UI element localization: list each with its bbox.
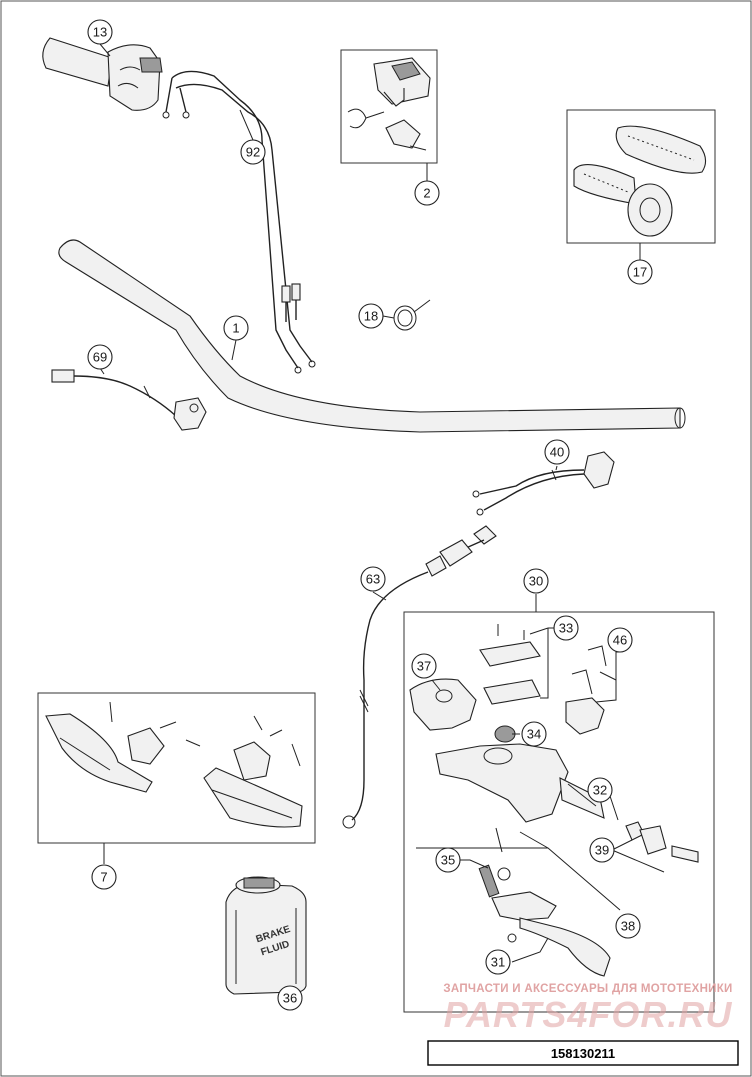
callout-label: 36 xyxy=(283,991,297,1006)
callout-circle xyxy=(240,139,266,165)
watermark-brand: PARTS4FOR.RU xyxy=(444,994,733,1035)
throttle-grip-part[interactable] xyxy=(42,37,163,111)
callout-label: 32 xyxy=(593,783,607,798)
document-number: 158130211 xyxy=(551,1046,615,1061)
callout-40[interactable]: 40 xyxy=(544,439,570,465)
callout-32[interactable]: 32 xyxy=(587,777,613,803)
callout-label: 39 xyxy=(595,843,609,858)
callout-38[interactable]: 38 xyxy=(615,913,641,939)
callout-2[interactable]: 2 xyxy=(414,180,440,206)
callout-31[interactable]: 31 xyxy=(485,949,511,975)
callout-circle xyxy=(485,949,511,975)
callout-18[interactable]: 18 xyxy=(358,303,384,329)
callout-label: 30 xyxy=(529,574,543,589)
callout-33[interactable]: 33 xyxy=(553,615,579,641)
callout-label: 13 xyxy=(93,25,107,40)
callout-label: 18 xyxy=(364,309,378,324)
callout-label: 38 xyxy=(621,919,635,934)
callout-circle xyxy=(587,777,613,803)
callout-7[interactable]: 7 xyxy=(91,864,117,890)
callout-circle xyxy=(411,653,437,679)
callout-markers: 13 92 2 17 1 18 69 40 63 30 33 46 37 34 32 39 35 38 31 7 36 xyxy=(87,19,653,1011)
callout-circle xyxy=(435,847,461,873)
callout-92[interactable]: 92 xyxy=(240,139,266,165)
callout-35[interactable]: 35 xyxy=(435,847,461,873)
master-cylinder-parts[interactable] xyxy=(409,624,699,977)
callout-circle xyxy=(627,259,653,285)
callout-label: 37 xyxy=(417,659,431,674)
master-cylinder-box xyxy=(403,611,715,1013)
kill-switch-part[interactable] xyxy=(347,57,431,151)
callout-1[interactable]: 1 xyxy=(223,315,249,341)
switch-kit-box xyxy=(340,49,438,164)
callout-63[interactable]: 63 xyxy=(360,566,386,592)
callout-39[interactable]: 39 xyxy=(589,837,615,863)
callout-label: 46 xyxy=(613,633,627,648)
callout-circle xyxy=(589,837,615,863)
watermark-caption: ЗАПЧАСТИ И АКСЕССУАРЫ ДЛЯ МОТОТЕХНИКИ xyxy=(443,983,732,995)
callout-circle xyxy=(607,627,633,653)
grips-box xyxy=(566,109,716,244)
callout-circle xyxy=(360,566,386,592)
switch-harness-part[interactable] xyxy=(51,369,207,431)
callout-36[interactable]: 36 xyxy=(277,985,303,1011)
grips-part[interactable] xyxy=(573,125,707,237)
callout-label: 33 xyxy=(559,621,573,636)
callout-circle xyxy=(358,303,384,329)
callout-label: 35 xyxy=(441,853,455,868)
callout-label: 31 xyxy=(491,955,505,970)
callout-label: 40 xyxy=(550,445,564,460)
callout-circle xyxy=(523,568,549,594)
hand-guards-part[interactable] xyxy=(45,701,303,828)
callout-label: 17 xyxy=(633,265,647,280)
leader-lines xyxy=(99,43,665,995)
document-number-box xyxy=(427,1040,739,1066)
callout-label: 1 xyxy=(232,321,239,336)
callout-circle xyxy=(277,985,303,1011)
callout-circle xyxy=(553,615,579,641)
callout-30[interactable]: 30 xyxy=(523,568,549,594)
brake-switch-harness-part[interactable] xyxy=(472,451,615,516)
brake-fluid-bottle[interactable] xyxy=(225,876,307,995)
callout-circle xyxy=(223,315,249,341)
brake-line-part[interactable] xyxy=(342,525,497,829)
callout-label: 63 xyxy=(366,572,380,587)
callout-37[interactable]: 37 xyxy=(411,653,437,679)
callout-label: 92 xyxy=(246,145,260,160)
callout-17[interactable]: 17 xyxy=(627,259,653,285)
callout-circle xyxy=(615,913,641,939)
callout-46[interactable]: 46 xyxy=(607,627,633,653)
throttle-cables-part[interactable] xyxy=(162,70,316,374)
cable-tie-part[interactable] xyxy=(393,299,431,331)
hand-guards-box xyxy=(37,692,316,844)
callout-circle xyxy=(414,180,440,206)
callout-label: 69 xyxy=(93,350,107,365)
handlebar-part[interactable] xyxy=(58,239,686,433)
callout-label: 2 xyxy=(423,186,430,201)
callout-69[interactable]: 69 xyxy=(87,344,113,370)
callout-circle xyxy=(87,19,113,45)
callout-circle xyxy=(91,864,117,890)
callout-34[interactable]: 34 xyxy=(521,721,547,747)
callout-circle xyxy=(544,439,570,465)
callout-label: 34 xyxy=(527,727,541,742)
callout-13[interactable]: 13 xyxy=(87,19,113,45)
callout-circle xyxy=(521,721,547,747)
callout-circle xyxy=(87,344,113,370)
callout-label: 7 xyxy=(100,870,107,885)
